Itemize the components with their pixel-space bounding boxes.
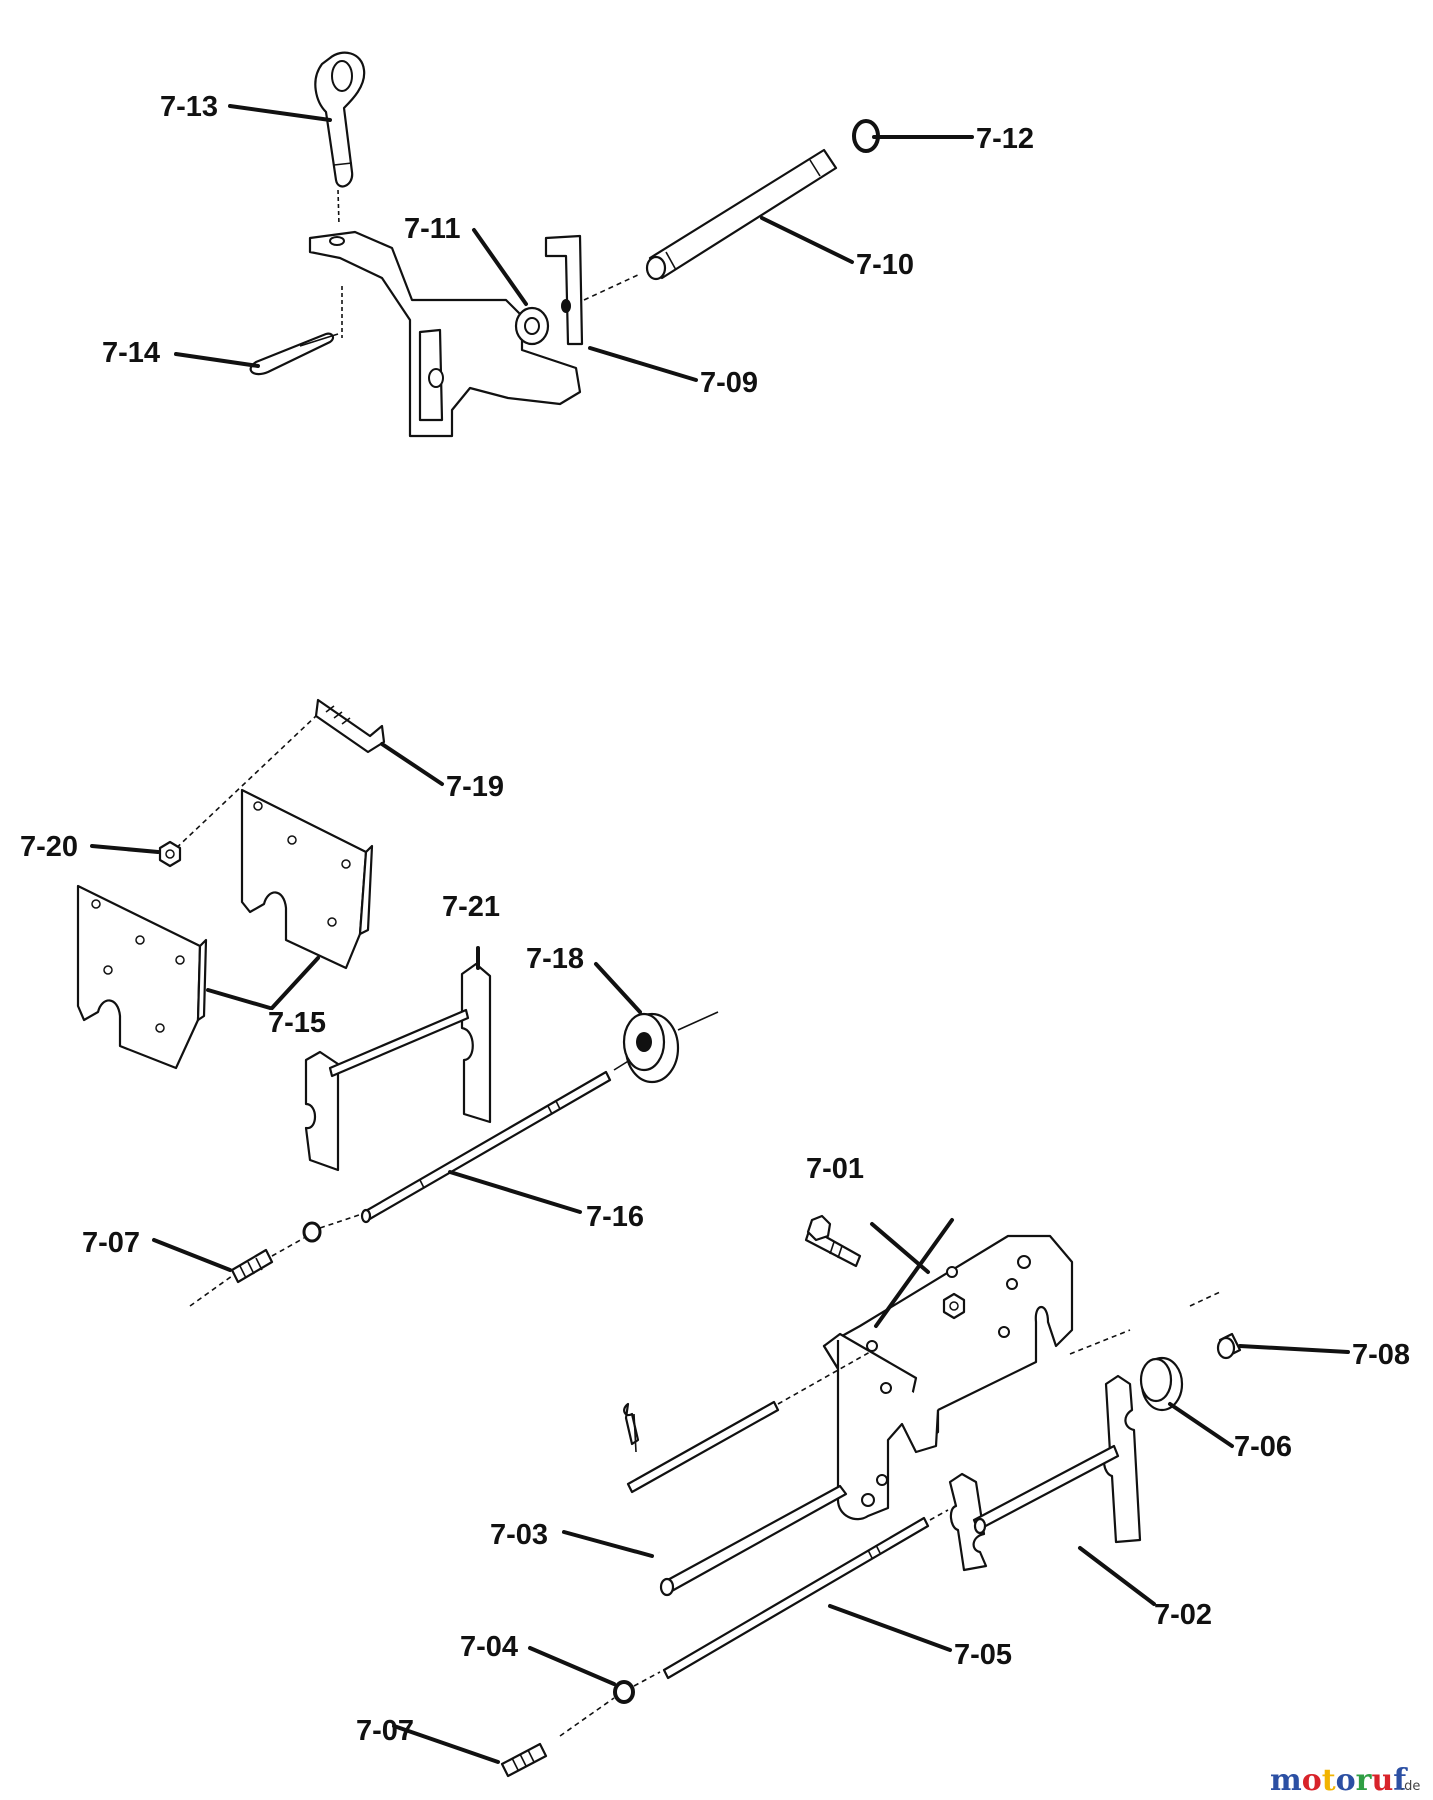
label-7-10: 7-10: [856, 249, 914, 281]
spring-7-07-upper: [189, 1213, 363, 1307]
hair-pin-7-14: [249, 332, 339, 376]
u-bracket-7-01: [822, 1234, 1074, 1521]
wm-letter-1: o: [1302, 1763, 1322, 1798]
label-7-14: 7-14: [102, 337, 160, 369]
watermark-suffix: .de: [1400, 1779, 1420, 1794]
bolt-and-nut: [804, 1214, 966, 1320]
pivot-arm-7-02: [948, 1374, 1142, 1572]
mower-bracket-assembly: [500, 1214, 1242, 1778]
label-7-18: 7-18: [526, 943, 584, 975]
rod-7-05: [633, 1509, 949, 1687]
wm-letter-5: u: [1371, 1763, 1393, 1798]
label-7-15: 7-15: [268, 1007, 326, 1039]
wm-letter-3: o: [1336, 1763, 1356, 1798]
wheel-7-18: [622, 1011, 719, 1084]
label-7-19: 7-19: [446, 771, 504, 803]
label-7-03: 7-03: [490, 1519, 548, 1551]
label-7-20: 7-20: [20, 831, 78, 863]
label-7-08: 7-08: [1352, 1339, 1410, 1371]
label-7-09: 7-09: [700, 367, 758, 399]
part-labels: 7-13 7-12 7-11 7-10 7-14 7-09 7-19 7-20 …: [20, 91, 1410, 1747]
shaft-7-10: [583, 148, 838, 301]
label-7-01: 7-01: [806, 1153, 864, 1185]
hitch-assembly: [249, 51, 880, 438]
wm-letter-2: t: [1322, 1763, 1336, 1798]
label-7-06: 7-06: [1234, 1431, 1292, 1463]
label-7-02: 7-02: [1154, 1599, 1212, 1631]
svg-text:motoruf: motoruf: [1270, 1763, 1408, 1798]
nut-7-20: [158, 840, 182, 868]
wheel-7-06: [1139, 1356, 1184, 1412]
watermark-logo: motoruf .de: [1270, 1763, 1420, 1798]
mount-plate-assembly: [76, 698, 719, 1307]
label-7-05: 7-05: [954, 1639, 1012, 1671]
label-7-11: 7-11: [404, 213, 460, 245]
wm-letter-0: m: [1270, 1763, 1302, 1798]
plates-7-15: [76, 788, 374, 1070]
rod-7-03: [659, 1484, 848, 1597]
spacer-7-11: [514, 306, 550, 346]
wm-letter-6: f: [1393, 1763, 1408, 1798]
hitch-pin-7-13: [314, 51, 366, 226]
spring-7-07-lower: [500, 1742, 548, 1778]
axle-7-16: [360, 1059, 631, 1224]
cotter-pin: [623, 1402, 640, 1453]
label-7-16: 7-16: [586, 1201, 644, 1233]
e-clip-7-04: [559, 1680, 635, 1737]
hitch-bracket-7-09: [308, 230, 584, 438]
label-7-21: 7-21: [442, 891, 500, 923]
label-7-13: 7-13: [160, 91, 218, 123]
label-7-12: 7-12: [976, 123, 1034, 155]
leader-lines: [90, 104, 1350, 1764]
label-7-07-lower: 7-07: [356, 1715, 414, 1747]
cap-7-08: [1216, 1332, 1242, 1360]
label-7-07-upper: 7-07: [82, 1227, 140, 1259]
lift-bracket-7-21: [304, 962, 492, 1172]
rod-behind-bracket: [626, 1291, 1221, 1494]
bolt-7-19: [169, 698, 386, 855]
label-7-04: 7-04: [460, 1631, 518, 1663]
wm-letter-4: r: [1356, 1763, 1373, 1798]
